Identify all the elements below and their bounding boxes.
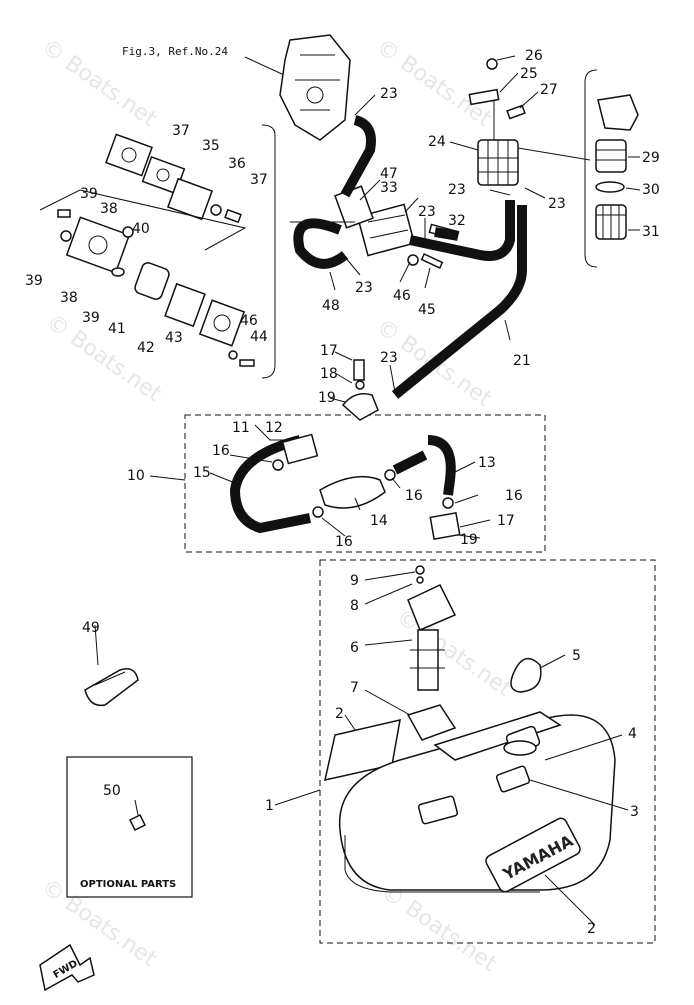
part-label: 25: [520, 66, 538, 82]
watermark: © Boats.net: [377, 879, 502, 977]
part-label: 46: [393, 288, 411, 304]
part-label: 16: [335, 534, 353, 550]
part-label: 11: [232, 420, 250, 436]
leader-lines: [94, 55, 641, 926]
part-label: 42: [137, 340, 155, 356]
part-number-labels: 26 25 27 23 24 29 30 31 23 23 33 23 32 4…: [25, 48, 660, 937]
watermark: © Boats.net: [42, 309, 167, 407]
optional-parts-box: [66, 756, 193, 898]
filter-parts: [595, 94, 639, 240]
part-label: 21: [513, 353, 531, 369]
part-label: 5: [572, 648, 581, 664]
hose-kit-box: [184, 414, 546, 553]
hose-kit-parts: [229, 359, 461, 540]
watermark: © Boats.net: [372, 34, 497, 132]
part-label: 9: [350, 573, 359, 589]
part-label: 36: [228, 156, 246, 172]
part-label: 38: [100, 201, 118, 217]
fuel-tank-box: [319, 559, 656, 944]
fuel-filter-24: [468, 58, 526, 186]
part-label: 12: [265, 420, 283, 436]
part-label: 26: [525, 48, 543, 64]
part-label: 31: [642, 224, 660, 240]
part-label: 8: [350, 598, 359, 614]
part-label: 10: [127, 468, 145, 484]
part-label: 19: [318, 390, 336, 406]
part-label: 23: [448, 182, 466, 198]
fuel-pump-32: [334, 185, 460, 269]
fuel-pump-parts: [39, 133, 255, 367]
part-label: 35: [202, 138, 220, 154]
part-label: 48: [322, 298, 340, 314]
carburetor-part: [279, 34, 351, 141]
part-label: 23: [355, 280, 373, 296]
part-label: 39: [25, 273, 43, 289]
part-label: 49: [82, 620, 100, 636]
part-label: 27: [540, 82, 558, 98]
part-label: 17: [320, 343, 338, 359]
part-label: 37: [172, 123, 190, 139]
part-label: 7: [350, 680, 359, 696]
part-label: 14: [370, 513, 388, 529]
part-label: 15: [193, 465, 211, 481]
part-label: 40: [132, 221, 150, 237]
part-label: 16: [505, 488, 523, 504]
part-label: 1: [265, 798, 274, 814]
part-label: 23: [380, 350, 398, 366]
part-label: 13: [478, 455, 496, 471]
part-label: 46: [240, 313, 258, 329]
part-label: 44: [250, 329, 268, 345]
part-label: 23: [418, 204, 436, 220]
optional-parts-label: OPTIONAL PARTS: [80, 879, 176, 890]
fuel-tank-assembly: YAMAHA: [324, 565, 616, 893]
part-label: 17: [497, 513, 515, 529]
part-label: 24: [428, 134, 446, 150]
part-label: 33: [380, 180, 398, 196]
part-label: 39: [80, 186, 98, 202]
fuel-hoses-upper: [293, 115, 527, 399]
part-label: 41: [108, 321, 126, 337]
part-label: 3: [630, 804, 639, 820]
part-label: 23: [548, 196, 566, 212]
group-bracket: [584, 69, 598, 268]
part-label: 18: [320, 366, 338, 382]
part-label: 38: [60, 290, 78, 306]
part-label: 23: [380, 86, 398, 102]
part-label: 6: [350, 640, 359, 656]
part-label: 39: [82, 310, 100, 326]
item-49-part: [84, 668, 139, 707]
part-label: 29: [642, 150, 660, 166]
figure-ref: Fig.3, Ref.No.24: [122, 45, 228, 58]
part-label: 37: [250, 172, 268, 188]
part-label: 43: [165, 330, 183, 346]
fwd-arrow-icon: FWD: [39, 943, 95, 992]
part-label: 2: [587, 921, 596, 937]
part-label: 16: [212, 443, 230, 459]
watermark: © Boats.net: [392, 604, 517, 702]
part-label: 16: [405, 488, 423, 504]
part-label: 45: [418, 302, 436, 318]
group-bracket: [261, 124, 276, 379]
part-label: 19: [460, 532, 478, 548]
part-label: 50: [103, 783, 121, 799]
part-label: 30: [642, 182, 660, 198]
part-label: 4: [628, 726, 637, 742]
part-label: 32: [448, 213, 466, 229]
part-label: 2: [335, 706, 344, 722]
part-label: 47: [380, 166, 398, 182]
item-50-part: [128, 813, 147, 832]
